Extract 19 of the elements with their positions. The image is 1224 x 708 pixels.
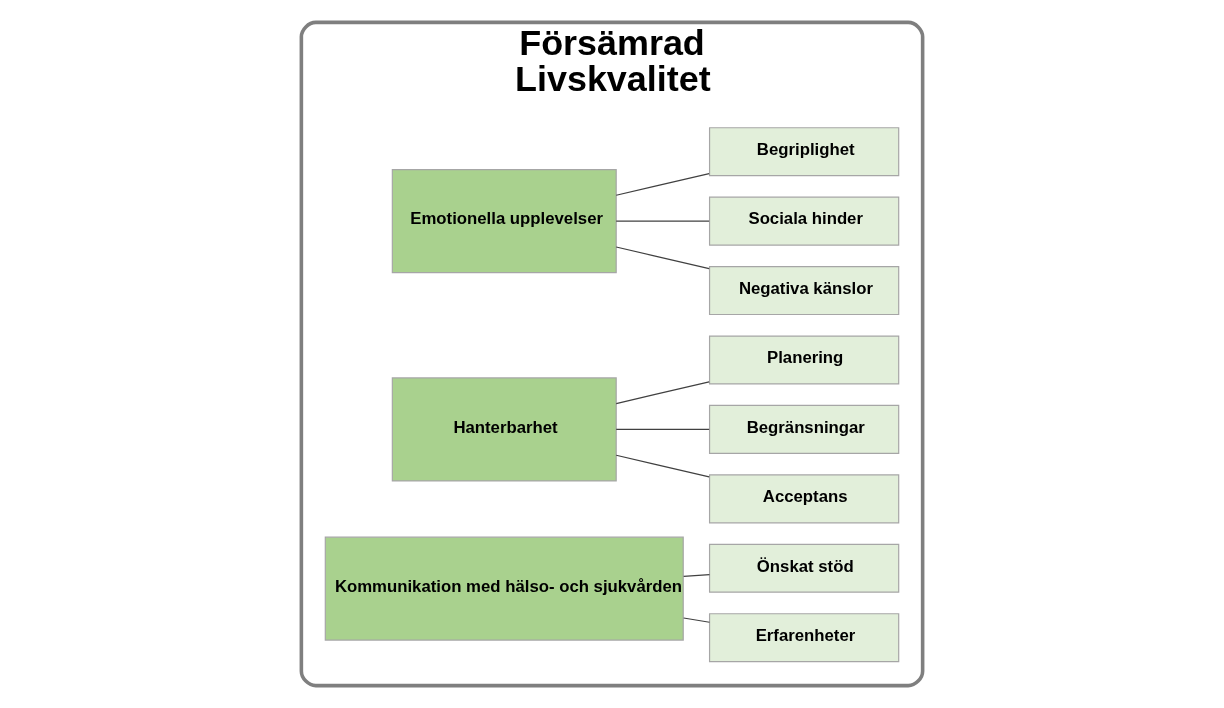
node-box: Planering (708, 335, 900, 385)
connector (615, 454, 710, 478)
connector (615, 173, 710, 196)
node-box: Sociala hinder (708, 196, 900, 246)
node-box: Emotionella upplevelser (391, 169, 617, 274)
node-box: Erfarenheter (708, 613, 900, 663)
node-box: Hanterbarhet (391, 377, 617, 482)
node-box: Önskat stöd (708, 543, 900, 593)
connector (615, 428, 710, 430)
node-box: Begränsningar (708, 404, 900, 454)
connector (683, 574, 711, 578)
connector (683, 617, 711, 623)
node-box: Begriplighet (708, 127, 900, 177)
connector (615, 381, 710, 405)
connector (615, 246, 710, 270)
node-box: Negativa känslor (708, 266, 900, 316)
connector (615, 220, 710, 222)
node-box: Kommunikation med hälso- och sjukvården (324, 536, 684, 641)
node-box: Acceptans (708, 474, 900, 524)
